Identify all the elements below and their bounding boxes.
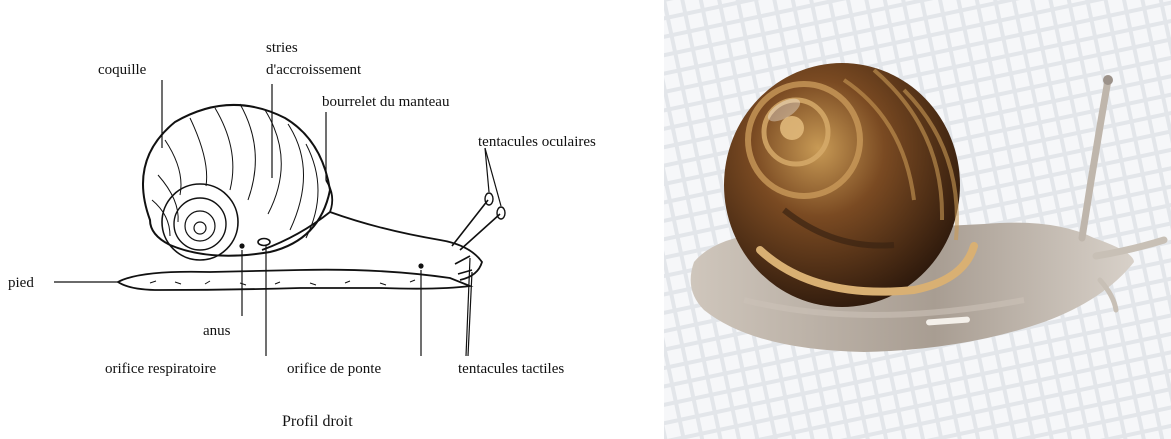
label-stries-line1: stries bbox=[266, 40, 298, 56]
genital-orifice-dot bbox=[418, 263, 423, 268]
label-tentacules-oculaires: tentacules oculaires bbox=[478, 134, 596, 150]
anus-dot bbox=[239, 243, 244, 248]
label-tentacules-tactiles: tentacules tactiles bbox=[458, 361, 564, 377]
label-coquille: coquille bbox=[98, 62, 147, 78]
snail-anatomy-diagram: coquille stries d'accroissement bourrele… bbox=[0, 0, 664, 439]
label-bourrelet: bourrelet du manteau bbox=[322, 94, 450, 110]
label-orifice-ponte: orifice de ponte bbox=[287, 361, 381, 377]
snail-photo bbox=[664, 0, 1171, 439]
label-pied: pied bbox=[8, 275, 34, 291]
label-anus: anus bbox=[203, 323, 231, 339]
label-stries-line2: d'accroissement bbox=[266, 62, 362, 78]
label-orifice-respiratoire: orifice respiratoire bbox=[105, 361, 217, 377]
diagram-caption: Profil droit bbox=[282, 413, 353, 430]
